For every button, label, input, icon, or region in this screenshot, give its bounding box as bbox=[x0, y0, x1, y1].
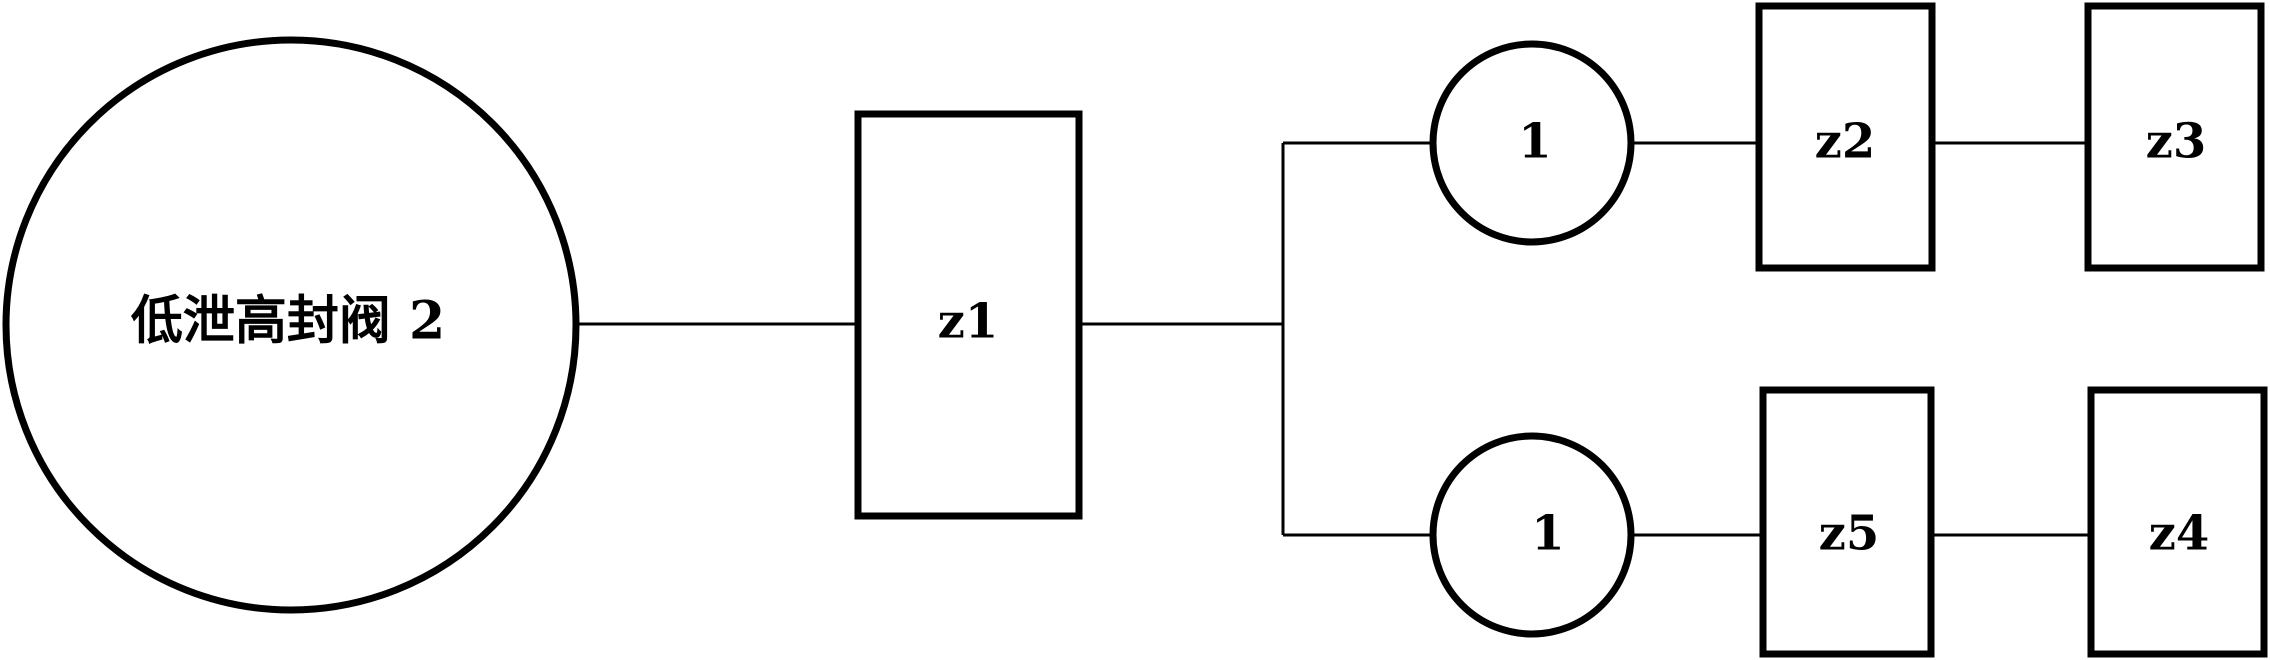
top-circle bbox=[1429, 40, 1635, 246]
z4-node: z4 bbox=[2087, 386, 2268, 658]
top-circle-label: 1 bbox=[1518, 114, 1551, 170]
valve-circle bbox=[2, 36, 580, 614]
z5-label: z5 bbox=[1819, 506, 1880, 562]
z1-node: z1 bbox=[854, 110, 1083, 520]
valve-label: 低泄高封阀 2 bbox=[131, 291, 445, 352]
z1-label: z1 bbox=[938, 294, 999, 350]
bottom-circle bbox=[1429, 432, 1635, 638]
valve-node: 低泄高封阀 2 bbox=[2, 36, 580, 614]
z2-node: z2 bbox=[1755, 2, 1936, 272]
z5-node: z5 bbox=[1759, 386, 1935, 658]
z3-node: z3 bbox=[2084, 2, 2265, 272]
top-branch: 1 z2 z3 bbox=[1429, 2, 2265, 272]
z1-box bbox=[854, 110, 1083, 520]
bottom-branch: 1 z5 z4 bbox=[1429, 386, 2268, 658]
z5-box bbox=[1759, 386, 1935, 658]
z3-label: z3 bbox=[2146, 114, 2207, 170]
bottom-circle-node: 1 bbox=[1429, 432, 1635, 638]
z4-label: z4 bbox=[2149, 506, 2210, 562]
z2-label: z2 bbox=[1815, 114, 1876, 170]
top-circle-node: 1 bbox=[1429, 40, 1635, 246]
bottom-circle-label: 1 bbox=[1531, 506, 1564, 562]
z3-box bbox=[2084, 2, 2265, 272]
z2-box bbox=[1755, 2, 1936, 272]
z4-box bbox=[2087, 386, 2268, 658]
